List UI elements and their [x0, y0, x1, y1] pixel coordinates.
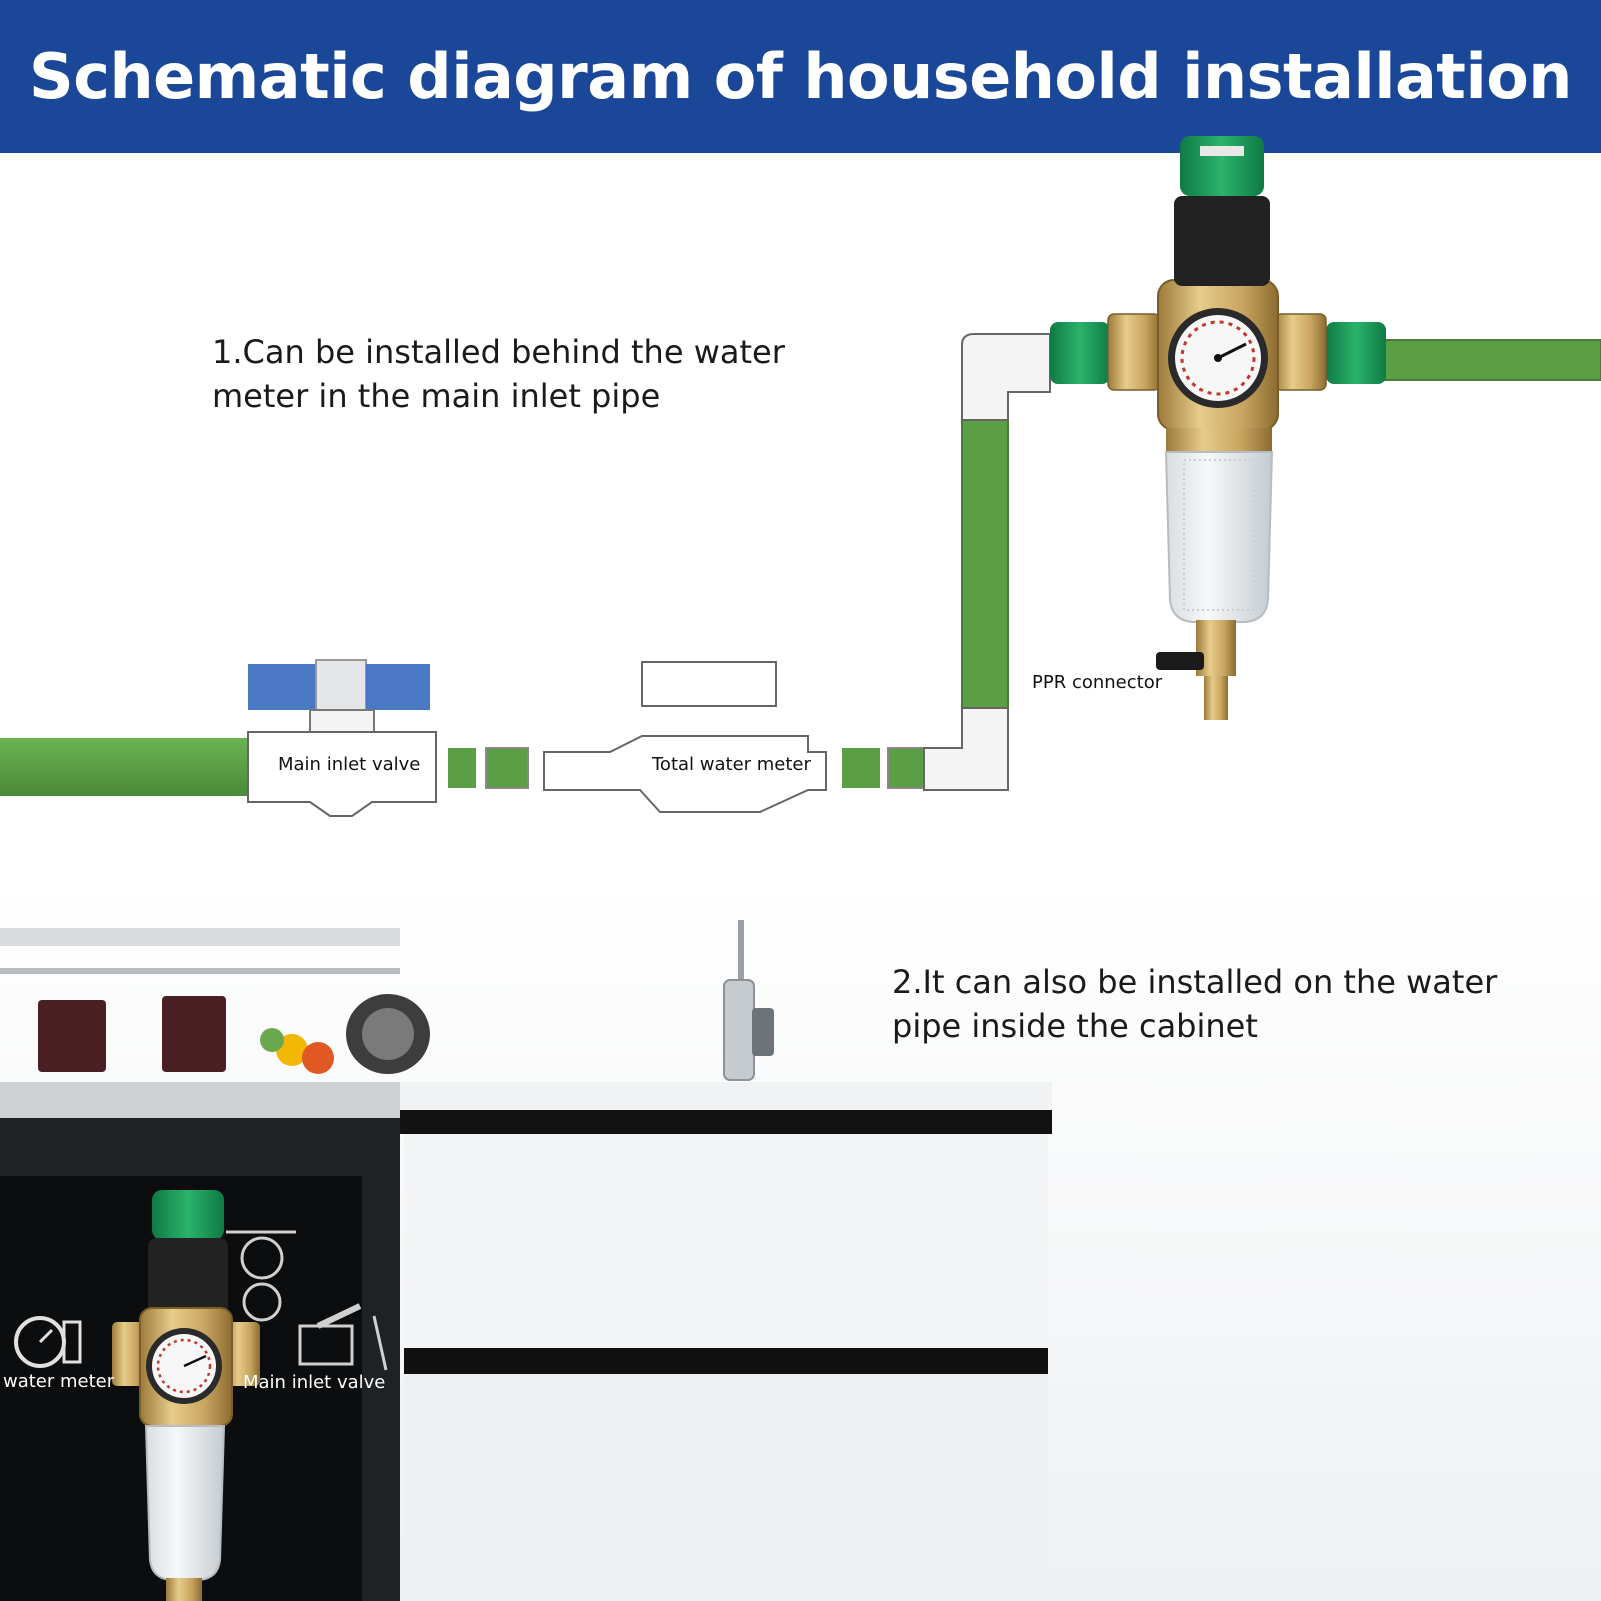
label-ppr-connector: PPR connector — [1032, 672, 1163, 693]
label-cabinet-main-inlet-valve: Main inlet valve — [243, 1372, 386, 1393]
label-main-inlet-valve: Main inlet valve — [278, 754, 421, 775]
pipe-segment — [448, 748, 476, 788]
installation-note-2: 2.It can also be installed on the water … — [892, 963, 1498, 1045]
total-water-meter-schematic — [543, 661, 827, 813]
prefilter-main — [1050, 136, 1386, 720]
inlet-pipe — [0, 738, 248, 796]
gear-icon — [240, 1236, 284, 1280]
main-inlet-valve-schematic — [247, 659, 437, 817]
lower-elbow — [923, 707, 1009, 791]
label-total-water-meter: Total water meter — [652, 754, 811, 775]
prefilter-cabinet — [112, 1190, 260, 1601]
pipe-segment — [842, 748, 880, 788]
outlet-pipe — [1377, 339, 1601, 381]
installation-note-1: 1.Can be installed behind the water mete… — [212, 333, 785, 415]
page-title: Schematic diagram of household installat… — [29, 40, 1572, 113]
valve-icon — [298, 1324, 354, 1366]
label-cabinet-water-meter: water meter — [3, 1371, 115, 1392]
pipe-segment — [485, 747, 529, 789]
upper-elbow — [961, 333, 1051, 421]
pipe-segment — [887, 747, 925, 789]
header-banner: Schematic diagram of household installat… — [0, 0, 1601, 153]
gear-icon — [242, 1282, 282, 1322]
riser-pipe — [961, 419, 1009, 709]
